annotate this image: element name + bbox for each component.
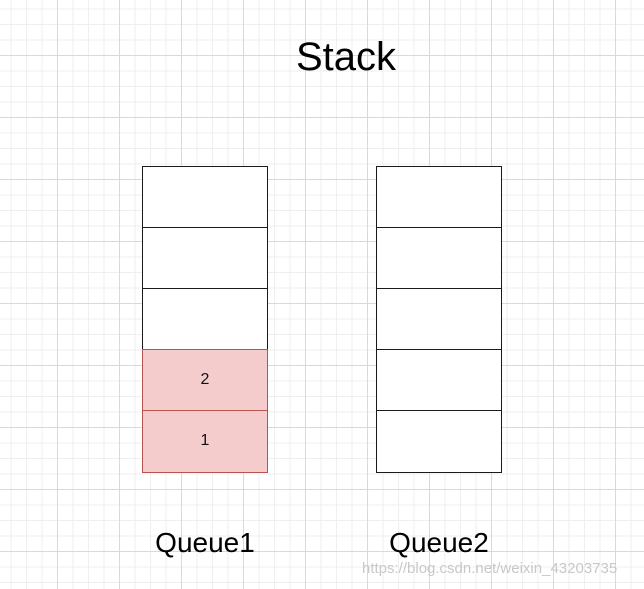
queue1-cell (142, 166, 268, 229)
queue1-cell (142, 227, 268, 290)
diagram-title: Stack (295, 35, 397, 79)
queue1-cell-filled: 2 (142, 349, 268, 412)
watermark-text: https://blog.csdn.net/weixin_43203735 (362, 560, 618, 577)
queue1-cell (142, 288, 268, 351)
queue2-label: Queue2 (389, 527, 489, 558)
queue2-cell (376, 166, 502, 229)
queue2-cell (376, 227, 502, 290)
queue2-cell (376, 288, 502, 351)
queue2-stack (376, 166, 502, 473)
queue1-cell-filled: 1 (142, 410, 268, 473)
queue1-stack: 2 1 (142, 166, 268, 473)
queue1-label: Queue1 (155, 527, 255, 558)
queue2-cell (376, 349, 502, 412)
queue2-cell (376, 410, 502, 473)
